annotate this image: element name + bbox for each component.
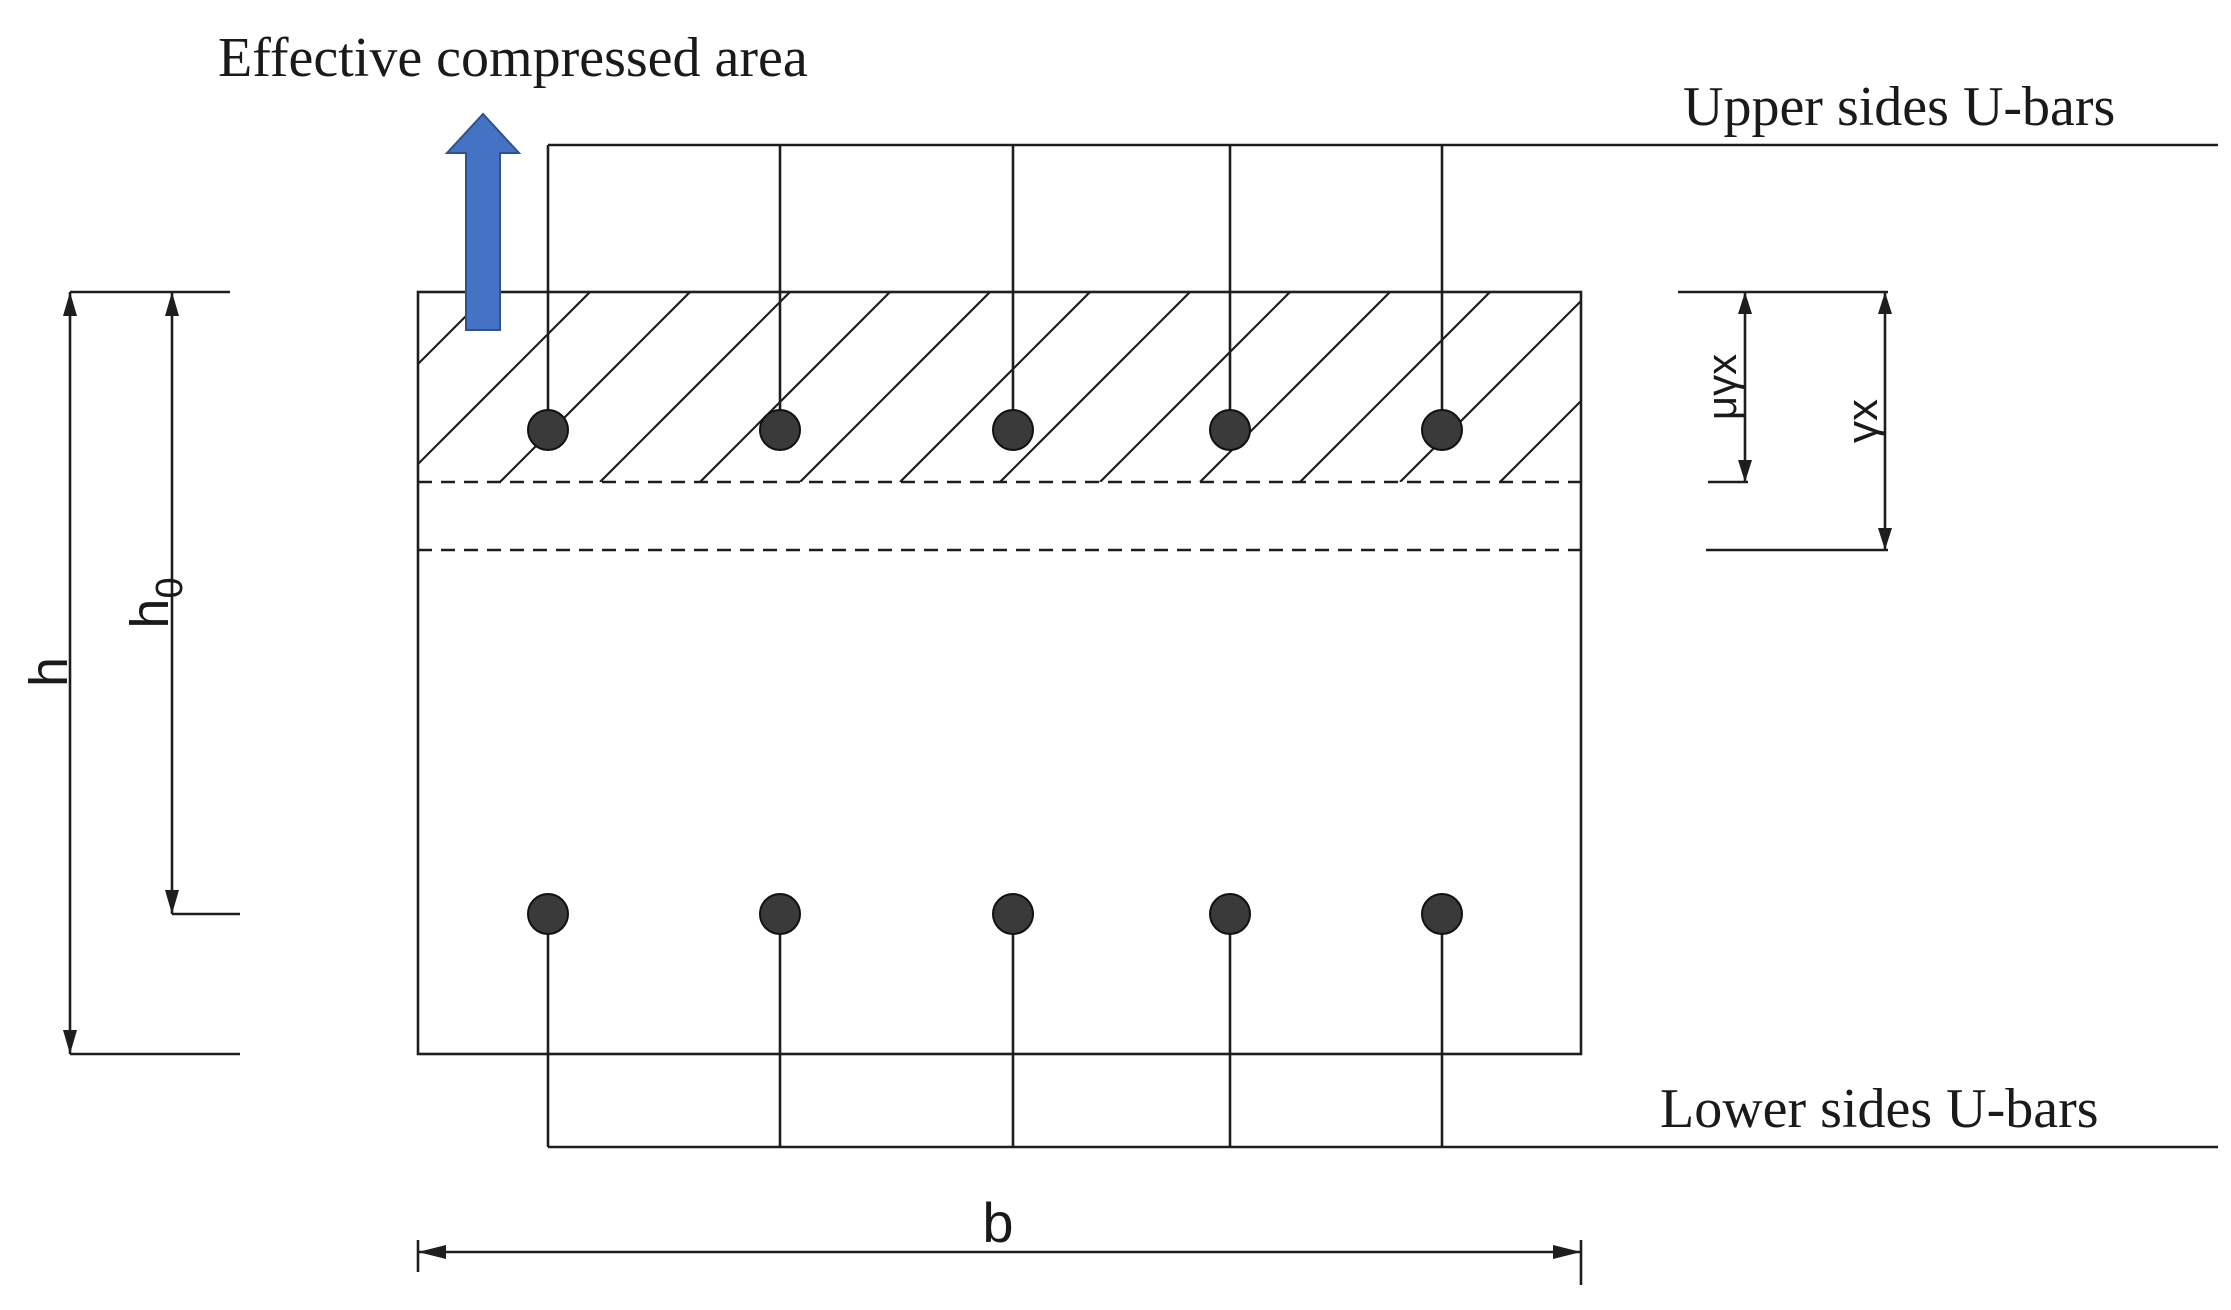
lower-rebar (1209, 893, 1251, 935)
compressed-zone-hatching (418, 292, 2231, 482)
hatch-line (599, 292, 791, 482)
hatch-line (1199, 292, 1391, 482)
h0-main: h (120, 599, 180, 629)
lower-rebar (992, 893, 1034, 935)
lower-rebar (1421, 893, 1463, 935)
h0-subscript: 0 (149, 577, 191, 598)
hatch-line (2000, 292, 2190, 482)
h0-dimension (165, 292, 240, 916)
hatch-line (1099, 292, 1291, 482)
lower-rebars (527, 893, 1463, 935)
gamma-x-label: γx (1838, 399, 1887, 443)
up-arrow-icon (444, 112, 522, 331)
upper-rebar (1421, 409, 1463, 451)
mu-gamma-x-label: μγx (1698, 354, 1745, 420)
upper-rebar (759, 409, 801, 451)
hatch-line (499, 292, 691, 482)
upper-sides-u-bars-label: Upper sides U-bars (1683, 76, 2115, 138)
hatch-line (699, 292, 891, 482)
hatch-line (1299, 292, 1491, 482)
mu-gamma-x-dimension (1678, 290, 1888, 484)
hatch-line (1499, 399, 1581, 482)
h0-label: h0 (120, 577, 191, 628)
upper-rebar (527, 409, 569, 451)
lower-sides-u-bars-label: Lower sides U-bars (1660, 1078, 2099, 1140)
hatch-line (1600, 292, 1790, 482)
b-dimension (416, 1240, 1583, 1285)
hatch-line (418, 292, 491, 366)
hatch-line (899, 292, 1091, 482)
h-label: h (19, 657, 79, 687)
hatch-line (1900, 292, 2090, 482)
lower-rebar (527, 893, 569, 935)
gamma-x-dimension (1706, 292, 1892, 552)
lower-u-bars (546, 914, 2218, 1149)
hatch-line (418, 292, 591, 466)
b-label: b (982, 1191, 1013, 1254)
hatch-line (799, 292, 991, 482)
upper-rebar (992, 409, 1034, 451)
hatch-line (2100, 292, 2231, 482)
beam-section-outline (416, 290, 1583, 1056)
h-dimension (63, 290, 240, 1056)
effective-compressed-area-label: Effective compressed area (218, 27, 808, 89)
hatch-line (1800, 292, 1990, 482)
hatch-line (999, 292, 1191, 482)
upper-u-bars (546, 143, 2218, 430)
lower-rebar (759, 893, 801, 935)
hatch-line (2200, 292, 2231, 482)
hatch-line (1399, 299, 1581, 482)
upper-rebars (527, 409, 1463, 451)
upper-rebar (1209, 409, 1251, 451)
